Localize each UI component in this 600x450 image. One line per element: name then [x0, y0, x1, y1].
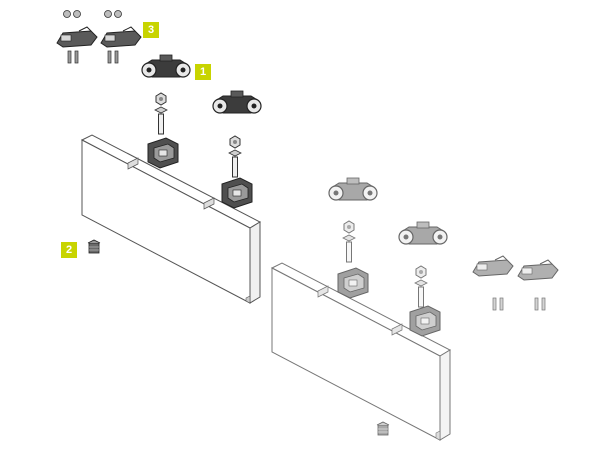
callout-2: 2 [61, 242, 77, 258]
hanger-bolt-icon [342, 220, 356, 263]
hanger-bolt-icon [228, 135, 242, 178]
nut-pair-icon [63, 10, 81, 18]
floor-guide-icon [376, 421, 390, 436]
callout-3: 3 [143, 22, 159, 38]
screw-pair-icon [534, 297, 546, 311]
mounting-bracket-icon [221, 177, 253, 209]
screw-pair-icon [492, 297, 504, 311]
stopper-clip-icon [100, 26, 142, 48]
nut-pair-icon [104, 10, 122, 18]
screw-pair-icon [67, 50, 79, 64]
hanger-roller-icon [141, 54, 191, 78]
hanger-bolt-icon [154, 92, 168, 135]
hanger-roller-icon [398, 221, 448, 245]
left-door-assembly [56, 10, 262, 304]
mounting-bracket-icon [409, 305, 441, 337]
mounting-bracket-icon [337, 267, 369, 299]
hanger-bolt-icon [414, 265, 428, 308]
callout-1: 1 [195, 64, 211, 80]
floor-guide-icon [87, 239, 101, 254]
door-panel-dark-set [80, 134, 262, 304]
stopper-clip-icon [472, 255, 514, 277]
door-panel-light-set [270, 262, 452, 441]
right-door-assembly [270, 177, 559, 441]
hanger-roller-icon [212, 90, 262, 114]
mounting-bracket-icon [147, 137, 179, 169]
stopper-clip-icon [56, 26, 98, 48]
hanger-roller-icon [328, 177, 378, 201]
stopper-clip-icon [517, 259, 559, 281]
screw-pair-icon [107, 50, 119, 64]
